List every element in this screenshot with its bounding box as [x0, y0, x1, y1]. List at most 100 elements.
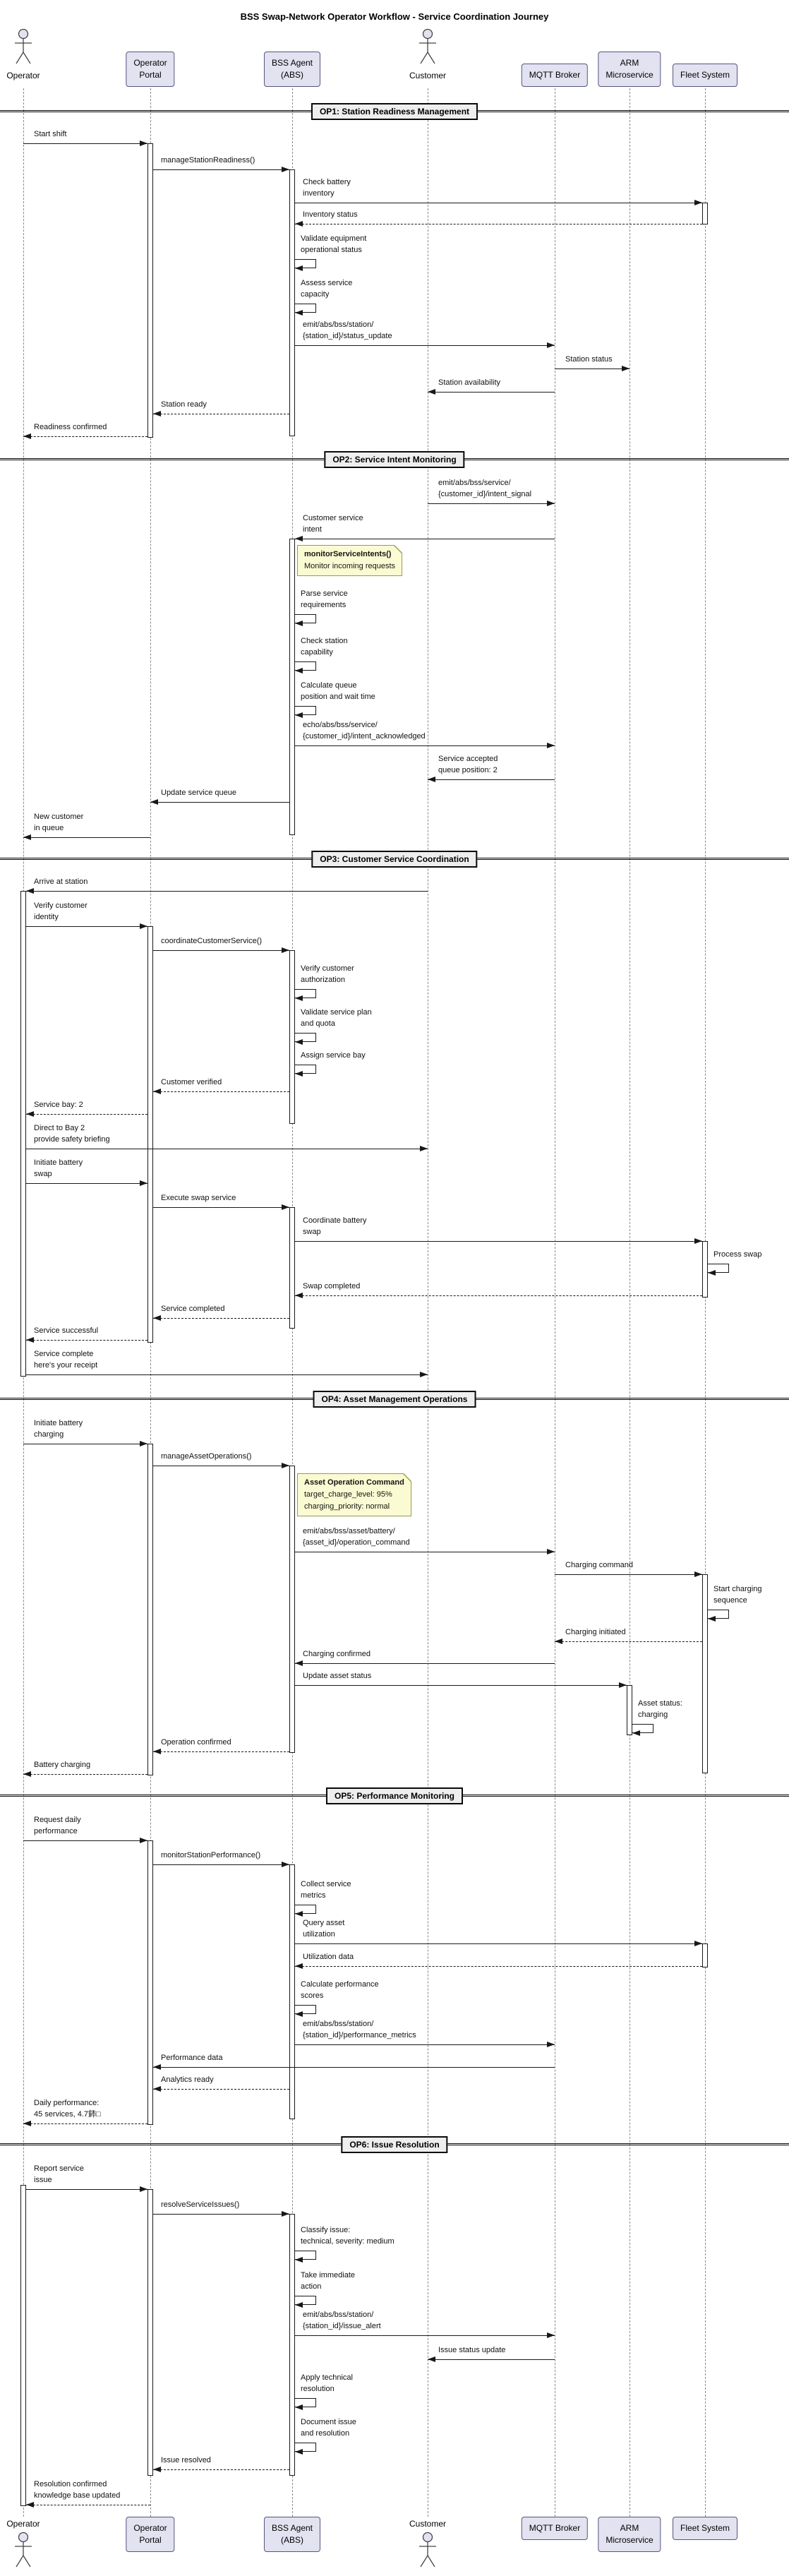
note-fold-icon: [394, 545, 403, 553]
arrowhead-icon: [295, 2404, 303, 2410]
activation-bar-arm: [627, 1685, 632, 1735]
arrowhead-icon: [153, 1315, 161, 1321]
arrowhead-icon: [619, 1682, 627, 1688]
message-label: emit/abs/bss/station/{station_id}/perfor…: [303, 2020, 416, 2039]
arrowhead-icon: [295, 1660, 303, 1666]
arrowhead-icon: [295, 2302, 303, 2308]
message-line: [428, 779, 555, 780]
arrowhead-icon: [282, 1862, 289, 1867]
arrowhead-icon: [140, 1441, 147, 1446]
message-label: Issue resolved: [161, 2456, 211, 2464]
self-message-loop: [295, 989, 316, 998]
message-line: [428, 2359, 555, 2360]
self-message-loop: [295, 304, 316, 313]
arrowhead-icon: [295, 2449, 303, 2455]
message-label: Charging confirmed: [303, 1650, 371, 1658]
message-label: emit/abs/bss/station/{station_id}/issue_…: [303, 2311, 381, 2330]
message-line: [295, 745, 555, 746]
message-label: Update service queue: [161, 789, 237, 797]
message-label: coordinateCustomerService(): [161, 937, 263, 945]
activation-bar-portal: [147, 1840, 153, 2125]
arrowhead-icon: [547, 1549, 555, 1554]
activation-bar-bss: [289, 539, 295, 835]
message-label: Customer verified: [161, 1078, 222, 1086]
participant-fleet-bottom: Fleet System: [672, 2517, 738, 2540]
note-fold-icon: [403, 1473, 411, 1481]
message-label: Station ready: [161, 400, 207, 409]
participant-bss-top: BSS Agent(ABS): [263, 52, 321, 87]
arrowhead-icon: [295, 536, 303, 541]
arrowhead-icon: [632, 1730, 640, 1736]
message-line: [23, 1840, 147, 1841]
arrowhead-icon: [153, 1089, 161, 1094]
activation-bar-bss: [289, 950, 295, 1124]
arrowhead-icon: [295, 712, 303, 718]
arrowhead-icon: [26, 1111, 34, 1117]
self-message-loop: [295, 614, 316, 623]
actor-icon: [418, 2532, 437, 2572]
message-line: [153, 2089, 289, 2090]
arrowhead-icon: [295, 2011, 303, 2017]
message-line: [23, 436, 147, 437]
participant-mqtt-bottom: MQTT Broker: [521, 2517, 589, 2540]
message-line: [26, 1183, 147, 1184]
arrowhead-icon: [282, 947, 289, 953]
activation-bar-fleet: [702, 1241, 708, 1298]
arrowhead-icon: [547, 2332, 555, 2338]
activation-bar-bss: [289, 2214, 295, 2476]
participant-fleet-top: Fleet System: [672, 64, 738, 87]
arrowhead-icon: [708, 1270, 716, 1276]
arrowhead-icon: [295, 668, 303, 673]
message-label: Readiness confirmed: [34, 423, 107, 431]
self-message-loop: [295, 259, 316, 268]
self-message-loop: [295, 2398, 316, 2407]
message-line: [295, 1943, 702, 1944]
participant-bss-bottom: BSS Agent(ABS): [263, 2517, 321, 2552]
message-line: [23, 837, 150, 838]
section-label: OP5: Performance Monitoring: [325, 1787, 464, 1804]
diagram-title: BSS Swap-Network Operator Workflow - Ser…: [240, 11, 549, 22]
arrowhead-icon: [428, 777, 435, 782]
arrowhead-icon: [295, 310, 303, 316]
message-label: monitorStationPerformance(): [161, 1851, 261, 1859]
message-label: Charging command: [565, 1561, 633, 1569]
arrowhead-icon: [694, 200, 702, 205]
message-line: [428, 503, 555, 504]
self-message-loop: [295, 661, 316, 671]
section-label: OP2: Service Intent Monitoring: [324, 451, 465, 468]
arrowhead-icon: [295, 1911, 303, 1917]
message-line: [23, 1774, 147, 1775]
message-label: Execute swap service: [161, 1194, 236, 1202]
message-line: [295, 1685, 627, 1686]
message-label: Swap completed: [303, 1282, 361, 1290]
activation-bar-operator: [20, 891, 26, 1377]
message-label: Utilization data: [303, 1953, 354, 1961]
message-line: [153, 1864, 289, 1865]
message-line: [153, 1091, 289, 1092]
arrowhead-icon: [140, 1180, 147, 1186]
self-message-loop: [295, 2005, 316, 2014]
arrowhead-icon: [26, 2502, 34, 2508]
self-message-loop: [295, 1905, 316, 1914]
arrowhead-icon: [694, 1941, 702, 1946]
message-label: Inventory status: [303, 210, 358, 219]
message-label: Battery charging: [34, 1761, 91, 1769]
message-line: [295, 1241, 702, 1242]
note: monitorServiceIntents()Monitor incoming …: [297, 545, 403, 576]
message-label: Issue status update: [438, 2346, 506, 2354]
